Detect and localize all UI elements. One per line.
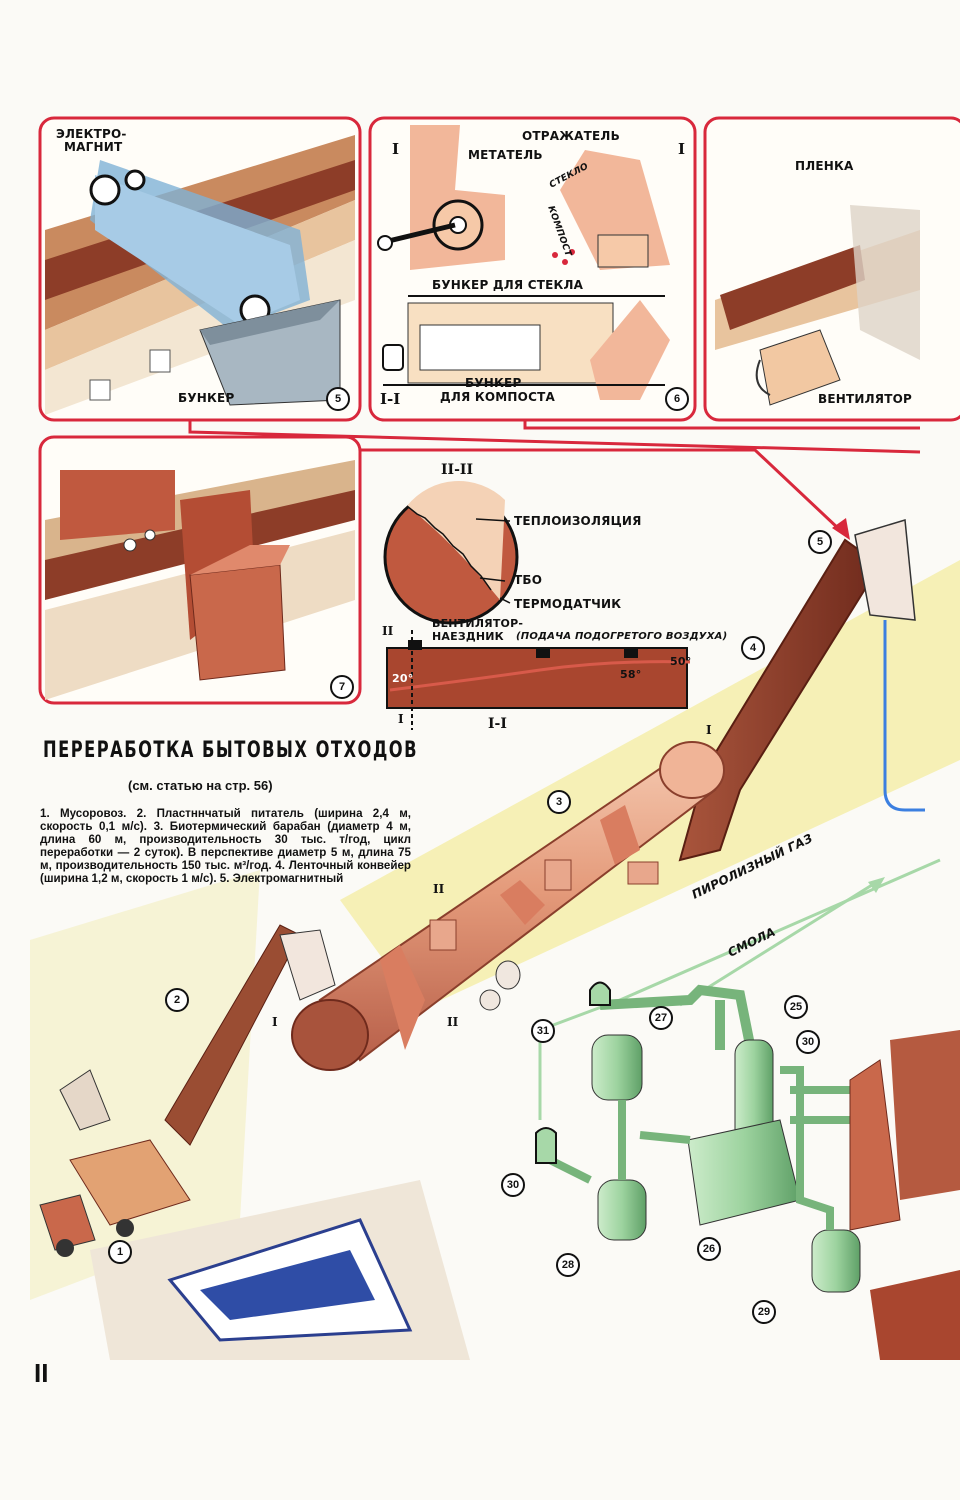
label-cut-II-main-b: II xyxy=(447,1015,459,1029)
label-hopper: БУНКЕР xyxy=(178,391,235,405)
marker-2: 2 xyxy=(165,988,189,1012)
label-cut-I-right: I xyxy=(678,140,686,158)
label-compost-hopper-1: БУНКЕР xyxy=(465,376,522,390)
marker-25: 25 xyxy=(784,995,808,1019)
feeder-and-truck xyxy=(39,924,413,1342)
caption-text: 1. Мусоровоз. 2. Пластннчатый питатель (… xyxy=(40,807,411,885)
label-compost-hopper-2: ДЛЯ КОМПОСТА xyxy=(440,390,555,404)
label-thrower: МЕТАТЕЛЬ xyxy=(468,148,543,162)
label-cut-I-drum: I xyxy=(398,712,404,726)
panel-film-separator xyxy=(703,116,960,422)
label-cut-I-left: I xyxy=(392,140,400,158)
marker-7: 7 xyxy=(330,675,354,699)
label-section-II-II: II-II xyxy=(441,462,474,478)
label-temp-20: 20° xyxy=(392,672,414,685)
marker-30-right: 30 xyxy=(796,1030,820,1054)
marker-5: 5 xyxy=(808,530,832,554)
label-waste: ТБО xyxy=(514,573,543,587)
label-insulation: ТЕПЛОИЗОЛЯЦИЯ xyxy=(514,514,642,528)
label-air-supply: (ПОДАЧА ПОДОГРЕТОГО ВОЗДУХА) xyxy=(516,631,728,642)
pyrolysis-plant xyxy=(535,981,960,1360)
marker-6: 6 xyxy=(665,387,689,411)
label-electromagnet-1: ЭЛЕКТРО- xyxy=(56,127,127,141)
label-temp-50: 50° xyxy=(670,655,692,668)
marker-1: 1 xyxy=(108,1240,132,1264)
marker-27: 27 xyxy=(649,1006,673,1030)
main-conveyor-drum xyxy=(291,519,925,1071)
page-subtitle: (см. статью на стр. 56) xyxy=(128,778,273,793)
label-temp-58: 58° xyxy=(620,668,642,681)
label-fan-rider-2: НАЕЗДНИК xyxy=(432,630,504,643)
label-cut-I-main-b: I xyxy=(272,1015,278,1029)
label-section-I-I: I-I xyxy=(380,390,401,408)
page-number: II xyxy=(34,1358,49,1388)
marker-3: 3 xyxy=(547,790,571,814)
blue-line xyxy=(883,620,925,812)
label-fan-rider-1: ВЕНТИЛЯТОР- xyxy=(432,617,524,630)
marker-4: 4 xyxy=(741,636,765,660)
marker-5-panel: 5 xyxy=(326,387,350,411)
panel-glass-thrower xyxy=(368,116,697,422)
label-cut-II-main-a: II xyxy=(433,882,445,896)
panel-magnetic-separator xyxy=(38,116,362,422)
drum-cross-section xyxy=(383,481,691,730)
marker-28: 28 xyxy=(556,1253,580,1277)
label-film: ПЛЕНКА xyxy=(795,159,854,173)
page-title: ПЕРЕРАБОТКА БЫТОВЫХ ОТХОДОВ xyxy=(43,738,419,763)
label-sensor: ТЕРМОДАТЧИК xyxy=(514,597,622,611)
connector-line xyxy=(188,420,921,454)
label-fan: ВЕНТИЛЯТОР xyxy=(818,392,913,406)
label-glass-hopper: БУНКЕР ДЛЯ СТЕКЛА xyxy=(432,278,584,292)
marker-30-left: 30 xyxy=(501,1173,525,1197)
label-section-I-I-bottom: I-I xyxy=(488,716,507,732)
label-cut-II-drum: II xyxy=(382,624,394,638)
marker-31: 31 xyxy=(531,1019,555,1043)
label-reflector: ОТРАЖАТЕЛЬ xyxy=(522,129,620,143)
panel-metal-separator xyxy=(38,435,362,705)
marker-26: 26 xyxy=(697,1237,721,1261)
marker-29: 29 xyxy=(752,1300,776,1324)
label-cut-I-main-a: I xyxy=(706,723,712,737)
label-electromagnet-2: МАГНИТ xyxy=(64,140,123,154)
